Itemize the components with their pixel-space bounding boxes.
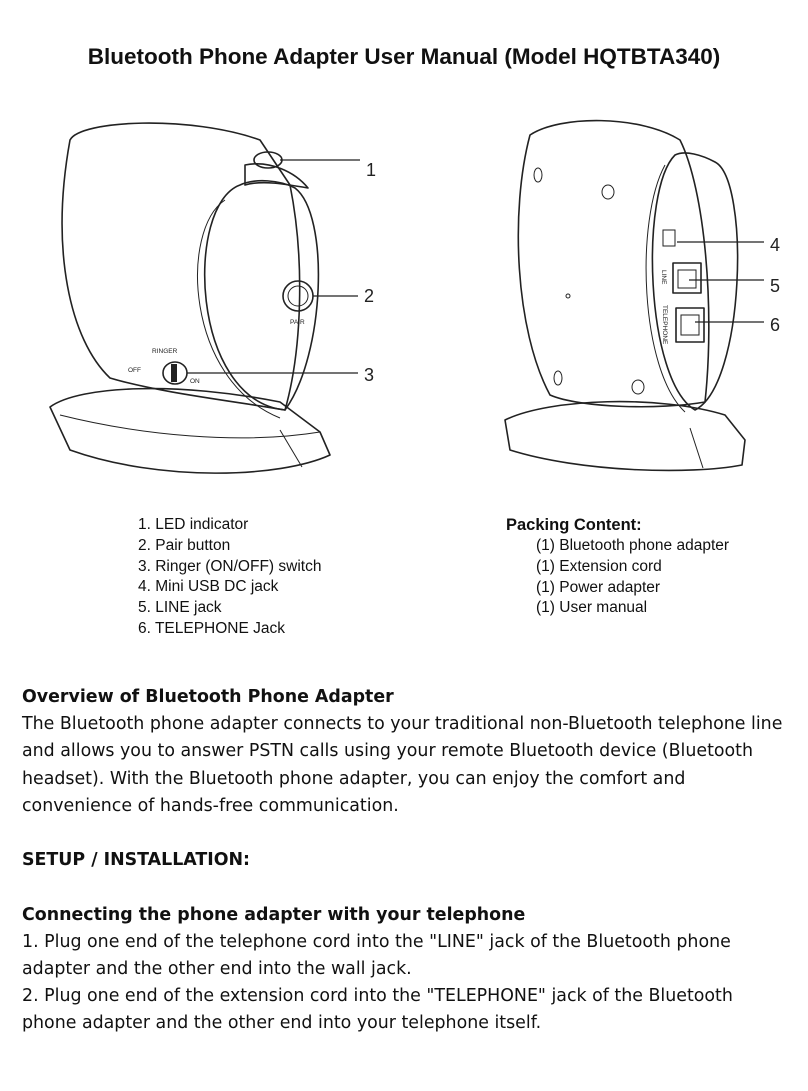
parts-list-item: 2. Pair button bbox=[138, 536, 231, 554]
back-view-illustration: LINE TELEPHONE 4 5 6 bbox=[504, 119, 780, 472]
ringer-label: RINGER bbox=[152, 348, 178, 355]
body-outline bbox=[61, 122, 301, 411]
parts-list: 1. LED indicator 2. Pair button 3. Ringe… bbox=[138, 515, 321, 640]
packing-item: (1) User manual bbox=[536, 599, 648, 617]
parts-list-item: 5. LINE jack bbox=[138, 599, 222, 617]
screw-hole-icon bbox=[631, 379, 645, 395]
parts-list-item: 3. Ringer (ON/OFF) switch bbox=[138, 557, 322, 575]
off-label: OFF bbox=[128, 367, 141, 374]
packing-item: (1) Power adapter bbox=[536, 578, 661, 596]
pair-label: PAIR bbox=[290, 319, 305, 326]
line-jack-icon bbox=[672, 262, 702, 294]
manual-body: Overview of Bluetooth Phone Adapter The … bbox=[22, 684, 792, 1038]
front-view-illustration: PAIR RINGER OFF ON 1 2 3 bbox=[49, 122, 376, 474]
line-label: LINE bbox=[660, 270, 667, 285]
packing-heading: Packing Content: bbox=[506, 516, 642, 534]
callout-4: 4 bbox=[770, 235, 780, 255]
page-title: Bluetooth Phone Adapter User Manual (Mod… bbox=[87, 44, 721, 69]
callout-5: 5 bbox=[770, 276, 780, 296]
screw-hole-icon bbox=[553, 370, 563, 386]
telephone-jack-icon bbox=[675, 307, 705, 343]
parts-list-item: 1. LED indicator bbox=[138, 516, 249, 533]
packing-item: (1) Bluetooth phone adapter bbox=[536, 537, 730, 554]
callout-2: 2 bbox=[364, 286, 374, 306]
top-groove bbox=[244, 163, 309, 189]
setup-step: 2. Plug one end of the extension cord in… bbox=[22, 986, 733, 1034]
screw-hole-icon bbox=[565, 293, 571, 299]
side-panel bbox=[203, 179, 320, 411]
base-seam bbox=[279, 429, 303, 468]
overview-heading: Overview of Bluetooth Phone Adapter bbox=[22, 687, 394, 707]
mini-usb-jack-icon bbox=[662, 229, 676, 247]
base-top-edge bbox=[59, 414, 321, 439]
screw-hole-icon bbox=[533, 167, 543, 183]
setup-heading: SETUP / INSTALLATION: bbox=[22, 850, 251, 871]
parts-list-item: 6. TELEPHONE Jack bbox=[138, 619, 286, 637]
side-rim bbox=[197, 199, 281, 419]
back-panel bbox=[651, 152, 739, 411]
packing-list: (1) Bluetooth phone adapter (1) Extensio… bbox=[506, 536, 729, 619]
callout-1: 1 bbox=[366, 160, 376, 180]
base-outline bbox=[49, 387, 331, 474]
packing-content: Packing Content: (1) Bluetooth phone ada… bbox=[506, 515, 729, 619]
packing-item: (1) Extension cord bbox=[536, 557, 662, 575]
overview-paragraph: The Bluetooth phone adapter connects to … bbox=[22, 714, 783, 816]
screw-hole-icon bbox=[601, 184, 615, 200]
base-seam bbox=[689, 427, 704, 469]
base-outline bbox=[504, 400, 746, 472]
connecting-heading: Connecting the phone adapter with your t… bbox=[22, 904, 526, 925]
callout-3: 3 bbox=[364, 365, 374, 385]
callout-6: 6 bbox=[770, 315, 780, 335]
on-label: ON bbox=[190, 378, 200, 385]
telephone-label: TELEPHONE bbox=[661, 305, 668, 345]
setup-step: 1. Plug one end of the telephone cord in… bbox=[22, 931, 731, 979]
parts-list-item: 4. Mini USB DC jack bbox=[138, 578, 279, 596]
